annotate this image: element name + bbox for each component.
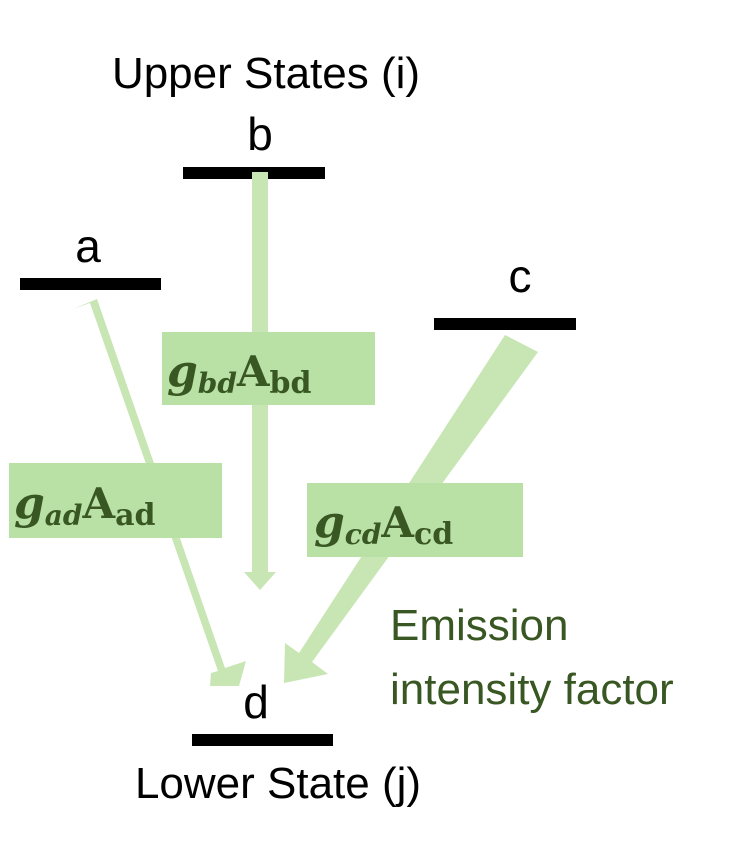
A-symbol-bd: A — [236, 347, 271, 396]
label-text-cd: gcdAcd — [314, 497, 453, 552]
g-subscript-bd: bd — [198, 367, 237, 400]
g-symbol-bd: g — [167, 346, 198, 397]
A-subscript-cd: cd — [414, 517, 453, 552]
label-g-ad-A-ad: gadAad — [9, 463, 222, 538]
state-label-d: d — [243, 676, 269, 728]
state-label-c: c — [509, 250, 532, 302]
g-symbol-cd: g — [314, 497, 345, 548]
annotation-line-1: Emission — [390, 601, 569, 650]
label-g-bd-A-bd: gbdAbd — [162, 332, 375, 405]
level-bar-a — [20, 278, 161, 290]
label-text-bd: gbdAbd — [167, 346, 311, 401]
lower-state-title: Lower State (j) — [135, 759, 421, 808]
level-bar-c — [434, 318, 576, 330]
A-subscript-ad: ad — [115, 498, 155, 533]
g-symbol-ad: g — [14, 478, 45, 529]
annotation-line-2: intensity factor — [390, 665, 674, 714]
state-label-b: b — [247, 108, 273, 160]
label-box-bd — [162, 332, 375, 405]
A-subscript-bd: bd — [270, 366, 312, 401]
label-box-ad — [9, 463, 222, 538]
g-subscript-ad: ad — [45, 499, 83, 532]
g-subscript-cd: cd — [345, 518, 382, 551]
level-bar-d — [192, 734, 333, 746]
state-label-a: a — [75, 220, 101, 272]
A-symbol-cd: A — [380, 498, 415, 547]
label-text-ad: gadAad — [14, 478, 156, 533]
upper-states-title: Upper States (i) — [112, 49, 420, 98]
A-symbol-ad: A — [82, 479, 117, 528]
label-box-cd — [307, 483, 523, 557]
label-g-cd-A-cd: gcdAcd — [307, 483, 523, 557]
